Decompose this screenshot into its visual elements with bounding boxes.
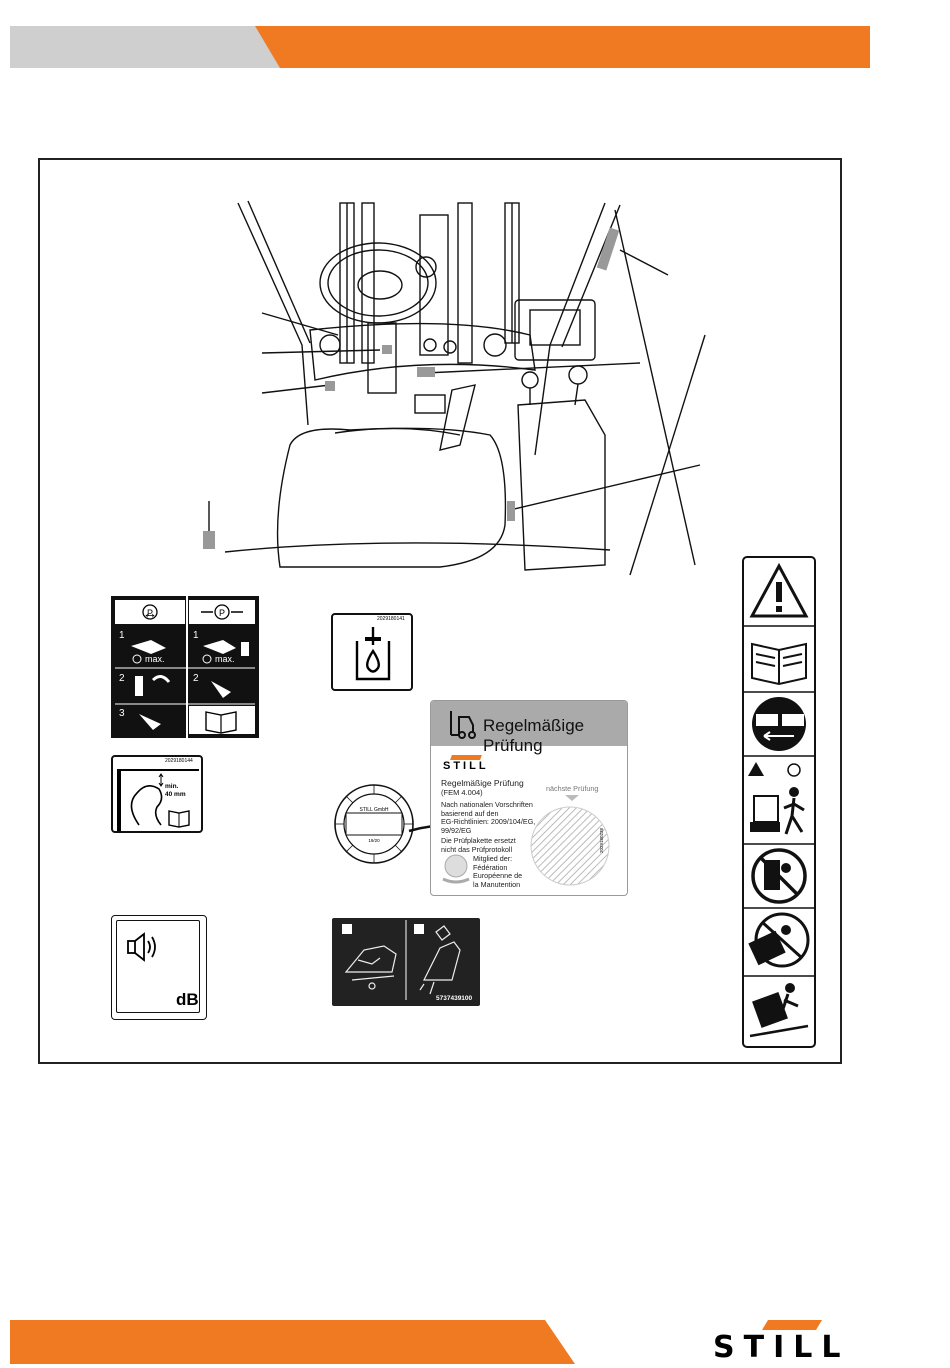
svg-text:P: P — [147, 608, 153, 618]
sound-unit: dB — [176, 990, 199, 1009]
warning-pictogram-strip — [742, 556, 816, 1048]
headroom-measure: 40 mm — [165, 791, 186, 798]
headroom-label: 2029180144 min. 40 mm — [111, 755, 203, 833]
headroom-min: min. — [165, 783, 179, 790]
next-check-marker — [565, 795, 579, 801]
inspection-disc-bottom: 19/20 — [368, 838, 380, 843]
brake-step-3: 3 — [119, 708, 125, 719]
inspection-badge-note-2: nicht das Prüfprotokoll — [441, 844, 513, 854]
inspection-badge-heading: Regelmäßige Prüfung — [441, 778, 524, 788]
headroom-book-icon — [168, 810, 190, 828]
header-orange-bar — [255, 26, 870, 68]
footer-band — [10, 1320, 822, 1364]
header-band — [10, 26, 870, 68]
lever-sticker — [325, 381, 335, 391]
tip-over-brace-icon — [749, 983, 809, 1038]
forklift-icon — [450, 711, 476, 739]
brake-max-left: max. — [145, 654, 165, 664]
warning-triangle-icon — [749, 562, 809, 618]
inspection-disc-center: STILL GmbH — [360, 807, 389, 813]
horn-icon — [127, 932, 156, 962]
brake-max-right: max. — [215, 654, 235, 664]
inspection-badge-next-check: nächste Prüfung — [546, 784, 599, 793]
footer-orange-bar — [10, 1320, 575, 1364]
parked-truck-warning-icon — [748, 762, 805, 835]
rod-sticker — [203, 531, 215, 549]
headroom-label-code: 2029180144 — [165, 758, 193, 764]
inspection-badge-standard: (FEM 4.004) — [441, 788, 483, 797]
still-brand-mark: STILL — [443, 755, 503, 772]
read-manual-icon — [751, 642, 807, 686]
svg-text:P: P — [219, 608, 225, 618]
inspection-badge-brand: STILL — [443, 760, 489, 772]
seat-adjust-label: 5737439100 — [332, 918, 480, 1006]
inspection-badge-text-4: 99/92/EG — [441, 825, 472, 835]
inspection-badge-text-3: EG-Richtlinien: 2009/104/EG, — [441, 817, 536, 827]
fluid-label: 2029180141 — [331, 613, 413, 691]
inspection-badge: Regelmäßige Prüfung STILL Regelmäßige Pr… — [430, 700, 628, 896]
inspection-badge-member-1: Mitglied der: — [473, 854, 513, 863]
inspection-badge-note-1: Die Prüfplakette ersetzt — [441, 836, 516, 846]
inspection-sticker-spot — [530, 806, 610, 886]
brake-step-2-right: 2 — [193, 673, 199, 684]
inspection-badge-title: Regelmäßige Prüfung — [483, 716, 585, 755]
header-grey-tab — [10, 26, 300, 68]
inspection-disc: STILL GmbH 19/20 — [334, 784, 414, 864]
still-logo: STILL — [713, 1330, 850, 1365]
dash-sticker — [417, 367, 435, 377]
fluid-drop-icon — [355, 627, 391, 681]
seat-adjust-graphic — [342, 920, 461, 1000]
column-sticker — [382, 345, 392, 354]
inspection-badge-side-code: 2029180238 — [599, 827, 604, 853]
brake-step-1-right: 1 — [193, 630, 199, 641]
inspection-badge-body: Regelmäßige Prüfung (FEM 4.004) Nach nat… — [441, 778, 541, 855]
seat-label-code: 5737439100 — [436, 995, 473, 1002]
inspection-badge-member: Mitglied der: Fédération Européenne de l… — [473, 854, 533, 889]
forklift-cab-illustration — [203, 200, 706, 576]
operator-head-icon — [117, 769, 199, 831]
inspection-badge-member-2: Fédération — [473, 862, 508, 872]
sound-label: dB — [111, 915, 207, 1020]
inspection-badge-text-1: Nach nationalen Vorschriften — [441, 800, 533, 809]
inspection-badge-member-4: la Manutention — [473, 879, 521, 889]
pillar-sticker — [596, 227, 620, 271]
fluid-label-code: 2029180141 — [377, 616, 405, 622]
brake-step-1-left: 1 — [119, 630, 125, 641]
inspection-badge-member-3: Européenne de — [473, 871, 523, 881]
no-riders-icon — [751, 848, 807, 904]
brake-step-2-left: 2 — [119, 673, 125, 684]
inspection-badge-text-2: basierend auf den — [441, 808, 499, 818]
inspection-badge-header: Regelmäßige Prüfung — [431, 701, 627, 755]
figure-frame — [38, 158, 842, 1064]
console-sticker — [507, 501, 515, 521]
parking-brake-label: ↔ P P 1 1 max. max. 2 2 3 — [111, 596, 259, 738]
tip-over-hold-icon — [748, 912, 810, 968]
still-logo-swoosh — [762, 1320, 822, 1330]
fem-globe-icon — [442, 854, 470, 884]
seatbelt-icon — [752, 697, 806, 751]
manual-book-icon — [205, 711, 237, 734]
